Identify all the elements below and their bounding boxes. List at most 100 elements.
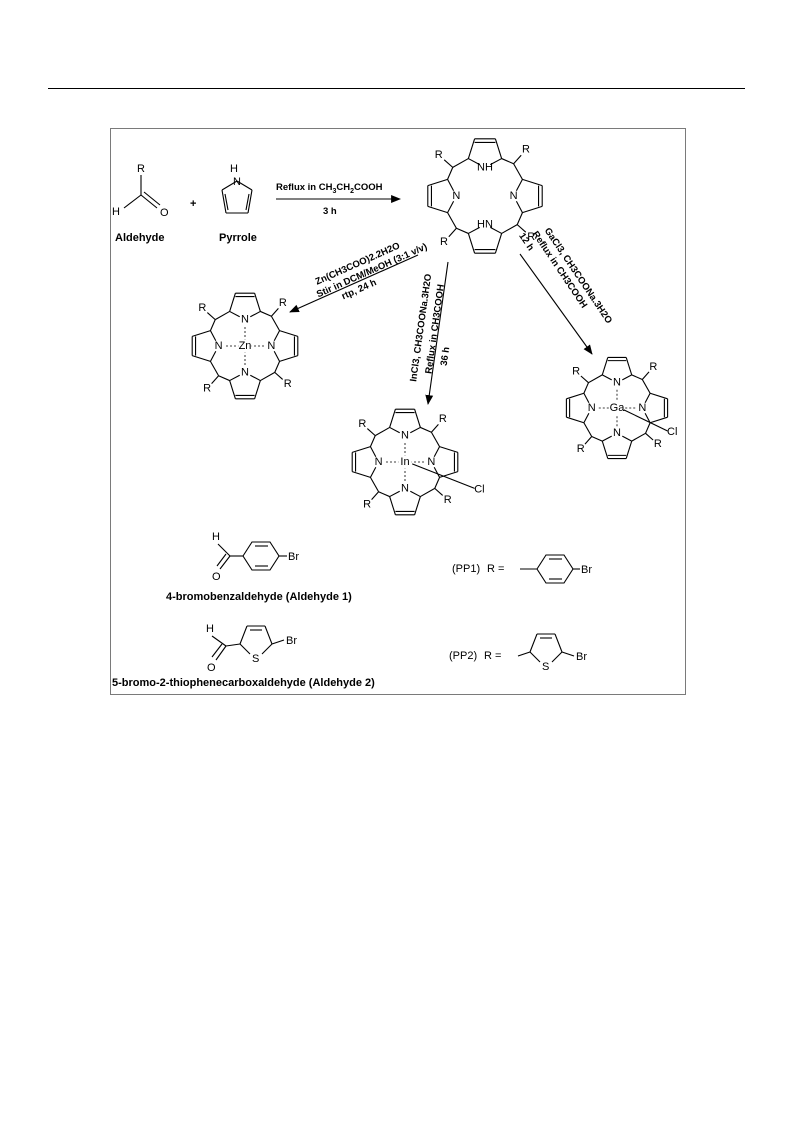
bond <box>250 310 261 318</box>
nitrogen-atom: N <box>510 190 518 202</box>
bond <box>468 226 480 234</box>
metal-atom: Zn <box>239 340 252 352</box>
bond <box>448 227 457 238</box>
nitrogen-atom: N <box>427 456 435 468</box>
bond <box>209 361 220 377</box>
bond <box>625 440 633 459</box>
r-substituent: R <box>572 366 580 378</box>
ga-conditions: GaCl3, CH3COONa.3H2O Reflux in CH3COOH 1… <box>516 226 614 326</box>
bond <box>430 423 439 433</box>
r-substituent: R <box>444 494 452 506</box>
bond <box>583 382 589 394</box>
in-arrow <box>425 261 449 405</box>
r-substituent: R <box>654 438 662 450</box>
bond <box>645 422 651 434</box>
bond <box>468 158 480 166</box>
bond <box>270 315 281 331</box>
bond <box>602 435 612 442</box>
nitrogen-atom: HN <box>477 219 493 231</box>
bond <box>522 205 543 214</box>
pp2-br-atom: Br <box>576 651 587 663</box>
bond <box>229 293 236 312</box>
bond <box>211 375 220 385</box>
ga-reagent: GaCl3, CH3COONa.3H2O <box>542 226 614 326</box>
bond <box>414 409 421 428</box>
zn-arrow <box>289 254 419 313</box>
aldehyde1-structure: H O Br <box>212 531 299 583</box>
bond <box>602 374 612 381</box>
bond <box>369 435 376 447</box>
bond <box>433 446 441 457</box>
bond <box>273 330 281 341</box>
bond <box>389 409 396 428</box>
aldehyde2-structure: H O S Br <box>206 623 297 674</box>
bond <box>588 374 603 384</box>
bond <box>447 201 455 213</box>
bond <box>229 310 240 318</box>
bond <box>369 446 377 457</box>
bond <box>209 319 216 331</box>
bond <box>352 446 371 453</box>
bond <box>389 496 396 515</box>
bond <box>515 179 523 191</box>
r-substituent: R <box>363 499 371 511</box>
r-substituent: R <box>435 149 443 161</box>
pp1-br-atom: Br <box>581 564 592 576</box>
bond <box>369 477 380 493</box>
bond <box>420 487 436 498</box>
nitrogen-atom: N <box>241 366 249 378</box>
bond <box>427 205 448 214</box>
bond <box>411 463 475 489</box>
bond <box>279 355 298 362</box>
bond <box>584 436 593 445</box>
metal-atom: Ga <box>610 402 626 414</box>
bond <box>645 432 654 441</box>
bond <box>516 212 523 225</box>
bond <box>452 158 469 168</box>
pyrrole-label: Pyrrole <box>219 232 257 244</box>
pp2-tag: (PP2) <box>449 650 477 662</box>
nitrogen-atom: N <box>401 482 409 494</box>
bond <box>209 330 217 341</box>
bond <box>273 351 281 362</box>
bond <box>434 477 441 489</box>
bond <box>456 227 469 234</box>
step1-time: 3 h <box>323 206 337 217</box>
header-rule <box>48 88 745 89</box>
bond <box>601 440 609 459</box>
bond <box>580 375 589 384</box>
bond <box>622 374 632 381</box>
bond <box>434 487 444 496</box>
nitrogen-atom: N <box>613 427 621 439</box>
bond <box>270 307 279 317</box>
bond <box>566 416 585 424</box>
bond <box>274 371 284 380</box>
bond <box>254 380 261 399</box>
bond <box>229 374 240 382</box>
r-substituent: R <box>284 378 292 390</box>
bond <box>515 201 523 213</box>
nitrogen-atom: N <box>401 430 409 442</box>
bond <box>410 426 421 434</box>
bond <box>583 413 590 423</box>
pyrrole-nh-atom: H <box>230 163 238 175</box>
bond <box>447 167 454 180</box>
r-substituent: R <box>440 236 448 248</box>
nitrogen-atom: N <box>267 340 275 352</box>
bond <box>447 179 455 191</box>
in-conditions: InCl3, CH3COONa.3H2O Reflux in CH3COOH 3… <box>408 273 452 382</box>
scheme-frame <box>110 128 686 695</box>
aldehyde1-h-atom: H <box>212 531 220 543</box>
ga-arrow <box>519 253 593 355</box>
bond <box>622 435 632 442</box>
bond <box>274 361 281 373</box>
bond <box>641 371 650 380</box>
bond <box>631 374 643 380</box>
pyrrole-n-atom: N <box>233 176 241 188</box>
bond <box>591 436 603 442</box>
aldehyde-structure: R H O <box>112 163 169 219</box>
bond <box>410 490 421 498</box>
r-substituent: R <box>522 144 530 156</box>
bond <box>583 422 593 437</box>
nitrogen-atom: N <box>215 340 223 352</box>
